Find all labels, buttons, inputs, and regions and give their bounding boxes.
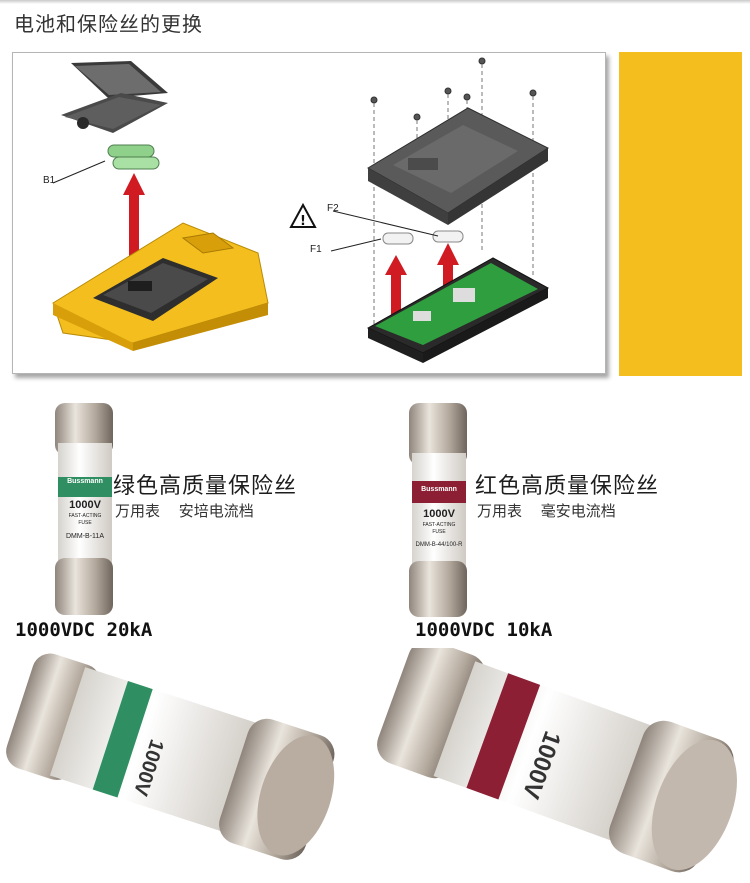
red-fuse-title: 红色高质量保险丝 <box>475 474 660 499</box>
green-fuse-type2: FUSE <box>78 520 92 526</box>
red-fuse-type1: FAST-ACTING <box>422 522 456 528</box>
green-fuse-voltage: 1000V <box>69 499 101 511</box>
red-fuse-current-type: 毫安电流档 <box>540 502 616 520</box>
callout-f2: F2 <box>327 203 339 214</box>
battery-cover-illustration <box>61 61 168 133</box>
green-fuse-title: 绿色高质量保险丝 <box>113 474 298 499</box>
arrow-left-illustration <box>123 173 145 285</box>
green-fuse-current-type: 安培电流档 <box>178 502 254 520</box>
callout-b1: B1 <box>43 175 56 186</box>
battery-illustration <box>107 144 160 170</box>
callout-f1: F1 <box>310 244 322 255</box>
fuse-diagram-illustration <box>382 230 464 245</box>
svg-text:!: ! <box>300 214 306 229</box>
replacement-diagram: ! B1 F2 F1 <box>12 52 606 374</box>
red-fuse-brand: Bussmann <box>421 486 457 493</box>
green-fuse-usage: 万用表 <box>115 502 161 520</box>
green-fuse-type1: FAST-ACTING <box>68 513 102 519</box>
red-fuse-type2: FUSE <box>432 529 446 535</box>
green-fuse-photo <box>55 403 113 615</box>
red-fuse-rating: 1000VDC 10kA <box>415 619 553 641</box>
red-fuse-model: DMM-B-44/100-R <box>415 542 463 548</box>
red-fuse-subtitle: 万用表 毫安电流档 <box>477 500 616 521</box>
red-fuse-usage: 万用表 <box>477 502 523 520</box>
page-title: 电池和保险丝的更换 <box>14 12 203 36</box>
red-fuse-closeup-photo: 1000V <box>377 648 737 873</box>
green-fuse-subtitle: 万用表 安培电流档 <box>115 500 254 521</box>
accent-block <box>619 52 742 376</box>
red-fuse-voltage: 1000V <box>423 508 455 520</box>
top-shade <box>0 0 750 4</box>
green-fuse-brand: Bussmann <box>67 478 103 485</box>
back-cover-illustration <box>367 107 550 225</box>
diagram-illustration: ! <box>52 57 550 363</box>
green-fuse-model: DMM-B-11A <box>66 533 104 540</box>
screws-illustration <box>370 57 537 121</box>
green-fuse-rating: 1000VDC 20kA <box>15 619 153 641</box>
meter-case-illustration <box>52 222 269 351</box>
pcb-illustration <box>366 257 550 363</box>
red-fuse-photo <box>409 403 467 617</box>
green-fuse-closeup-photo: 1000V <box>6 653 335 860</box>
warning-icon: ! <box>289 202 317 229</box>
